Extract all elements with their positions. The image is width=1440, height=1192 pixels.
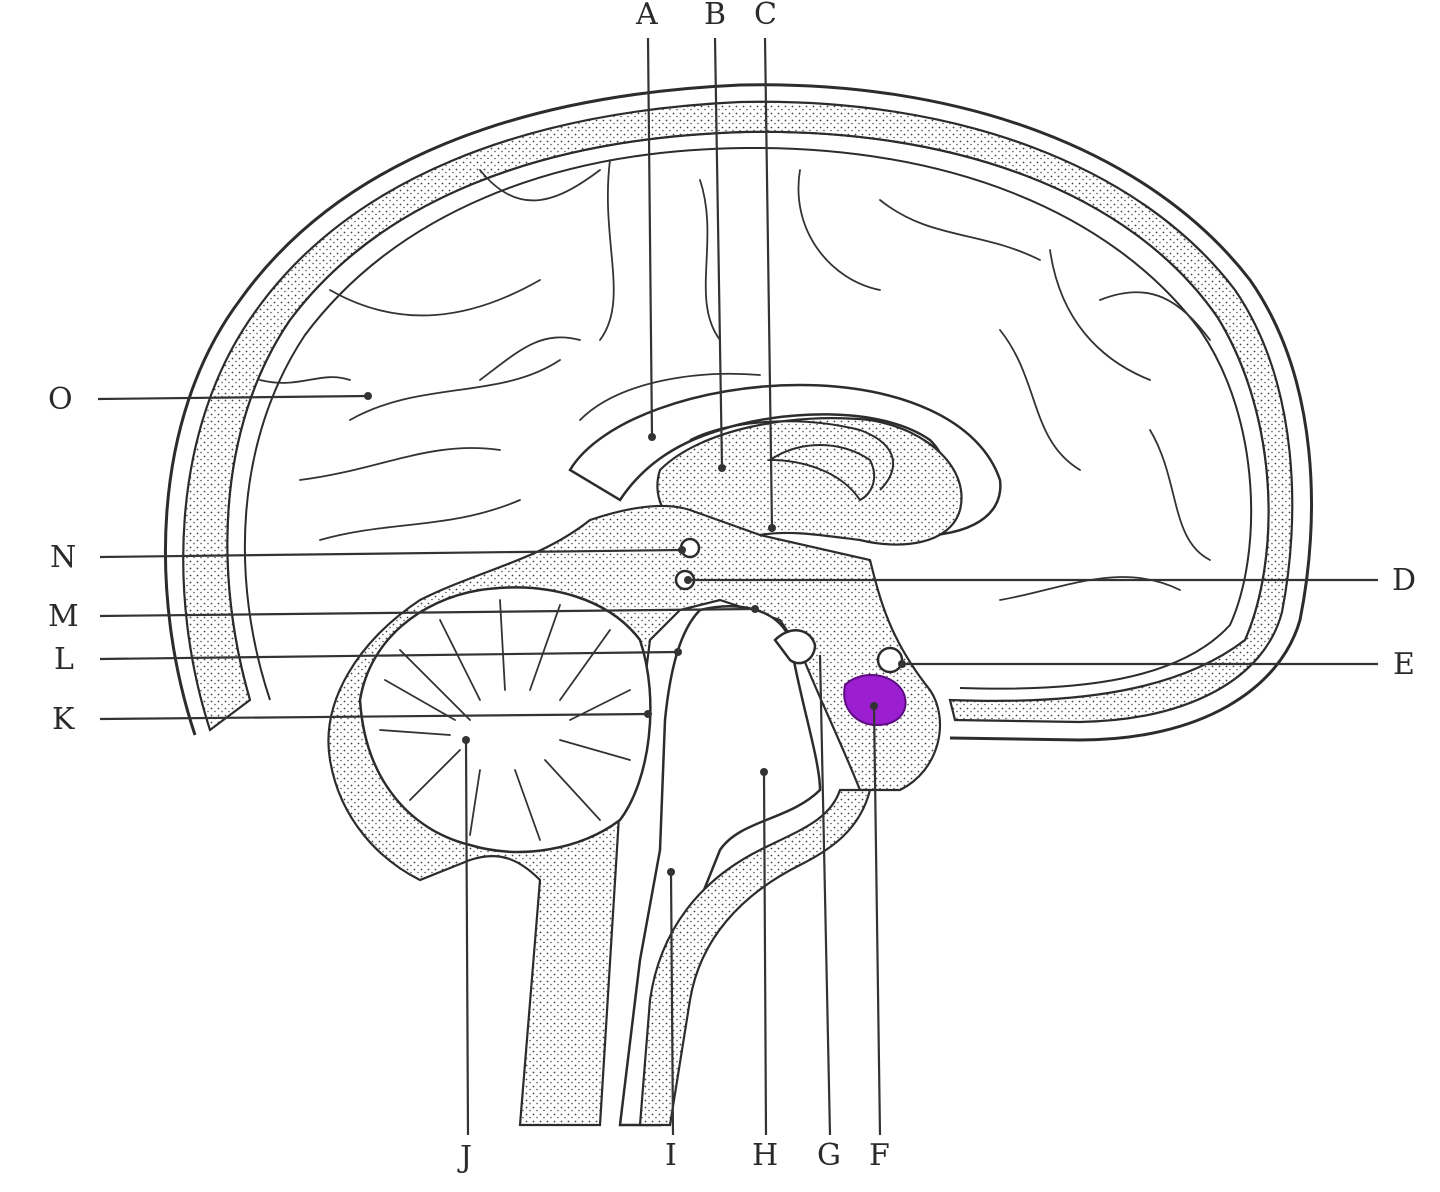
label-F: F	[869, 1138, 890, 1173]
label-I: I	[665, 1138, 677, 1173]
label-L: L	[54, 642, 74, 677]
pituitary-gland-highlight	[843, 673, 907, 727]
label-E: E	[1393, 647, 1415, 682]
label-D: D	[1392, 563, 1416, 598]
label-O: O	[48, 382, 73, 417]
label-J: J	[457, 1140, 472, 1175]
label-M: M	[48, 599, 79, 634]
label-C: C	[754, 0, 777, 32]
leader-lines	[97, 37, 1378, 1136]
skull-layers	[163, 83, 1314, 742]
label-H: H	[752, 1138, 778, 1173]
label-G: G	[817, 1138, 841, 1173]
labels: A B C D E F G H I J K L M N O	[48, 0, 1416, 1175]
label-A: A	[635, 0, 658, 32]
label-K: K	[52, 702, 75, 737]
label-N: N	[50, 540, 76, 575]
label-B: B	[704, 0, 726, 32]
